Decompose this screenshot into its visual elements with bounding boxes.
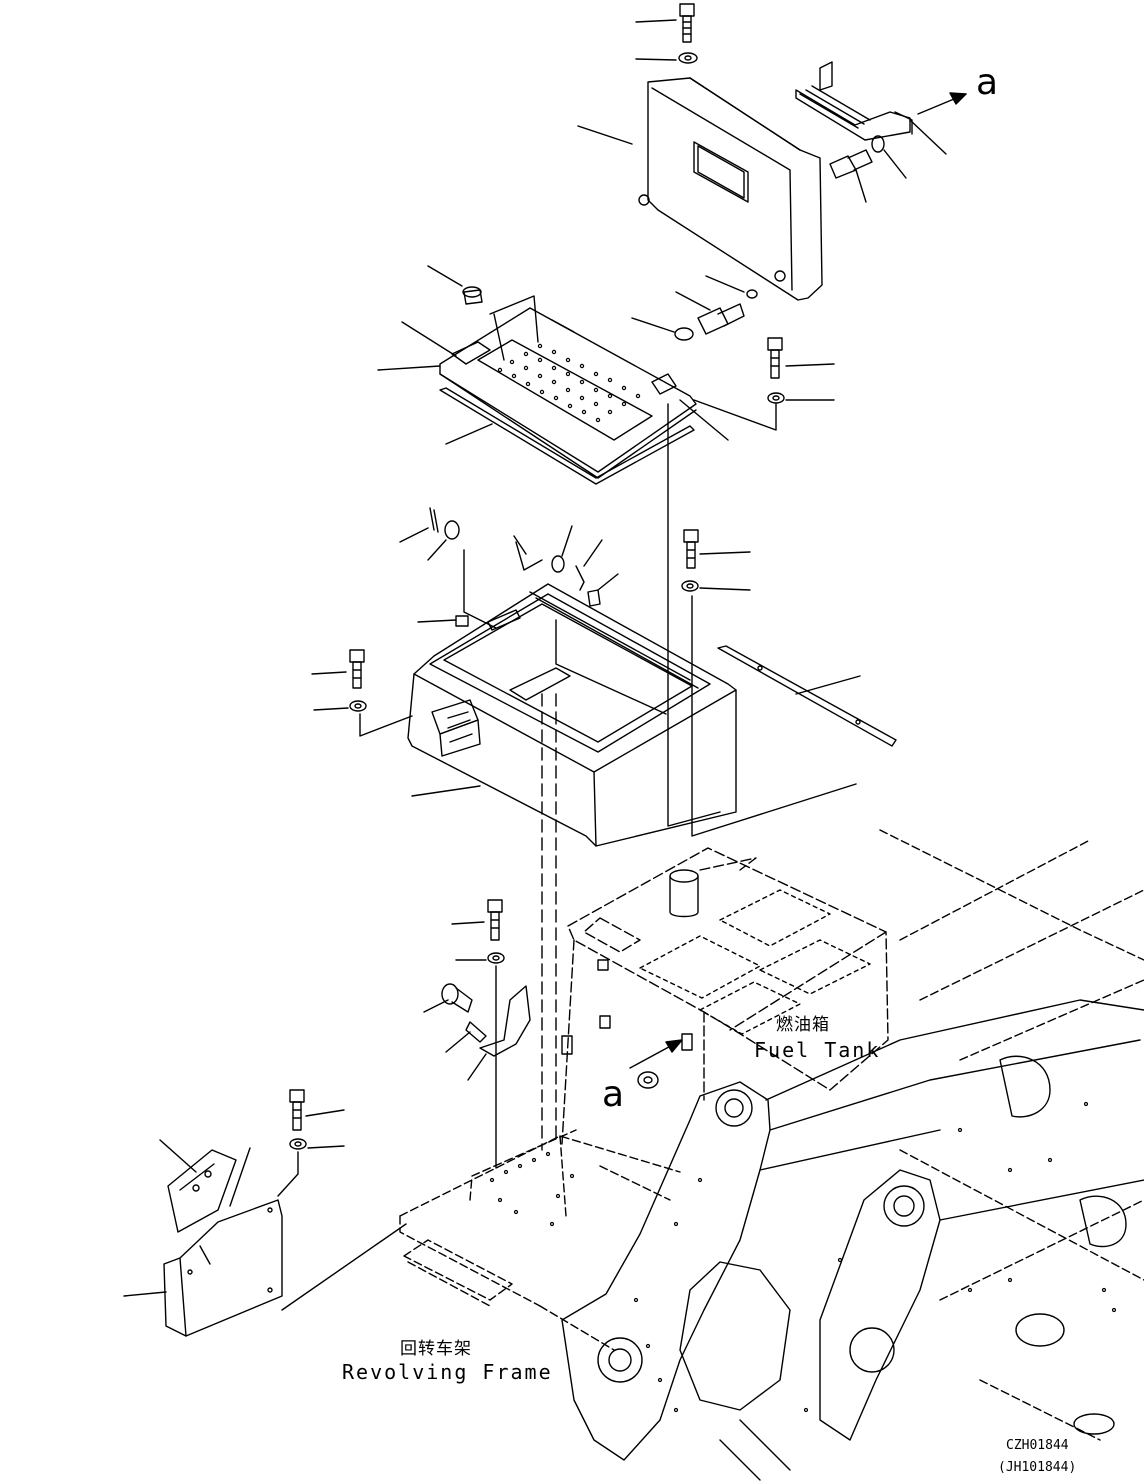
top-washer bbox=[635, 52, 698, 64]
leader-line bbox=[377, 365, 441, 371]
fuel-tank-label-cn: 燃油箱 bbox=[776, 1015, 830, 1035]
box-left-bolt bbox=[311, 649, 365, 689]
assembly-line bbox=[277, 1151, 299, 1197]
top-bolt bbox=[635, 3, 695, 43]
drawing-code-secondary: (JH101844) bbox=[998, 1460, 1077, 1475]
box-right-washer bbox=[681, 580, 751, 592]
lid-plate bbox=[439, 295, 697, 479]
latch-pin bbox=[445, 1021, 487, 1053]
lid-cap bbox=[631, 317, 694, 341]
box-fasteners bbox=[399, 507, 619, 627]
lower-bolt bbox=[289, 1089, 345, 1131]
side-cover-panel bbox=[577, 77, 823, 301]
mid-washer bbox=[455, 952, 505, 964]
revolving-frame bbox=[399, 829, 1144, 1441]
ref-label-a-mid: a bbox=[602, 1074, 625, 1115]
lid-holes bbox=[497, 343, 641, 423]
revolving-frame-label-cn: 回转车架 bbox=[400, 1339, 472, 1359]
lower-cover-plate bbox=[123, 1199, 283, 1337]
fuel-tank bbox=[561, 847, 889, 1145]
strip-plate bbox=[717, 645, 897, 747]
lower-guard bbox=[159, 1139, 251, 1233]
ref-a-arrow-head bbox=[665, 1039, 683, 1053]
lid-small-washer bbox=[705, 275, 758, 299]
box-left-washer bbox=[313, 700, 367, 712]
leader-line bbox=[679, 399, 729, 441]
latch-knob bbox=[423, 983, 473, 1013]
revolving-frame-label-en: Revolving Frame bbox=[342, 1360, 553, 1384]
frame-dots bbox=[633, 1101, 1117, 1413]
fuel-tank-top-plates bbox=[639, 889, 871, 1035]
tool-box bbox=[407, 583, 737, 847]
lid-right-bolt bbox=[767, 337, 835, 379]
ref-label-a-top: a bbox=[976, 62, 999, 103]
boom-foot bbox=[561, 999, 1144, 1481]
leader-line bbox=[401, 321, 457, 357]
fuel-tank-label-en: Fuel Tank bbox=[754, 1038, 881, 1062]
lid-knob bbox=[427, 265, 483, 305]
fuel-tank-fittings bbox=[561, 959, 693, 1089]
lid-gasket bbox=[439, 387, 695, 485]
bracket-washer bbox=[871, 135, 907, 179]
assembly-line bbox=[693, 399, 777, 431]
lid-right-washer bbox=[767, 392, 835, 404]
frame-rivets bbox=[489, 1151, 575, 1227]
fuel-filler-cap bbox=[669, 869, 699, 918]
leader-line bbox=[411, 785, 481, 797]
bracket-bolt bbox=[829, 149, 873, 203]
box-right-bolt bbox=[683, 529, 751, 569]
mid-bolt bbox=[451, 899, 503, 941]
assembly-line bbox=[691, 595, 857, 837]
latch-bracket bbox=[467, 985, 531, 1081]
assembly-line bbox=[281, 1223, 407, 1311]
lid-bolt bbox=[675, 291, 745, 335]
drawing-code: CZH01844 bbox=[1006, 1438, 1069, 1453]
assembly-line bbox=[359, 713, 413, 737]
bracket-a bbox=[795, 61, 967, 155]
assembly-line bbox=[667, 403, 721, 827]
lower-washer bbox=[289, 1138, 345, 1150]
assembly-line bbox=[463, 549, 497, 629]
